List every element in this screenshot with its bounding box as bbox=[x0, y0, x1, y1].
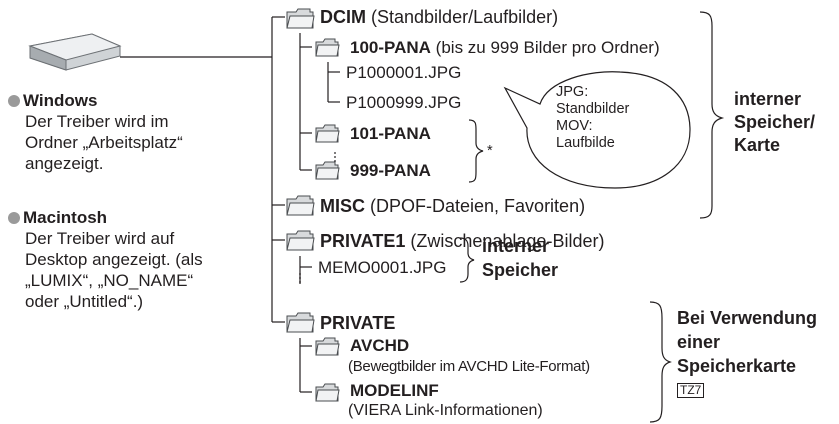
bullet-icon bbox=[8, 212, 20, 224]
avchd-desc: (Bewegtbilder im AVCHD Lite-Format) bbox=[348, 358, 590, 375]
bullet-icon bbox=[8, 95, 20, 107]
asterisk-note: * bbox=[487, 143, 493, 159]
pana101-folder: 101-PANA bbox=[350, 124, 431, 143]
pana100-folder: 100-PANA (bis zu 999 Bilder pro Ordner) bbox=[350, 38, 660, 57]
label-internal-card: interner Speicher/ Karte bbox=[734, 89, 816, 155]
private1-folder: PRIVATE1 (Zwischenablage-Bilder) bbox=[320, 231, 605, 251]
windows-note: Windows Der Treiber wird im Ordner „Arbe… bbox=[8, 90, 183, 174]
private-folder: PRIVATE bbox=[320, 313, 396, 333]
file-memo0001: MEMO0001.JPG bbox=[318, 258, 447, 277]
label-card: Bei Verwendung einer Speicherkarte TZ7 bbox=[677, 308, 818, 398]
folder-icon bbox=[286, 8, 315, 29]
windows-title: Windows bbox=[23, 91, 98, 110]
file-p1000999: P1000999.JPG bbox=[346, 93, 462, 112]
modelinf-desc: (VIERA Link-Informationen) bbox=[348, 402, 543, 419]
misc-folder: MISC (DPOF-Dateien, Favoriten) bbox=[320, 196, 586, 216]
drive-icon bbox=[28, 33, 122, 71]
folder-icon bbox=[315, 38, 340, 57]
file-p1000001: P1000001.JPG bbox=[346, 63, 462, 82]
folder-icon bbox=[315, 161, 340, 180]
folder-icon bbox=[286, 312, 315, 333]
folder-icon bbox=[315, 124, 340, 143]
pana999-folder: 999-PANA bbox=[350, 161, 431, 180]
label-internal: interner Speicher bbox=[482, 236, 559, 280]
dcim-folder: DCIM (Standbilder/Laufbilder) bbox=[320, 7, 559, 27]
folder-icon bbox=[286, 230, 315, 251]
folder-icon bbox=[286, 195, 315, 216]
bubble-text: JPG: Standbilder MOV: Laufbilde bbox=[556, 84, 630, 151]
folder-icon bbox=[315, 383, 340, 402]
avchd-folder: AVCHD bbox=[350, 336, 410, 355]
folder-icon bbox=[315, 337, 340, 356]
modelinf-folder: MODELINF bbox=[350, 381, 439, 400]
mac-note: Macintosh Der Treiber wird auf Desktop a… bbox=[8, 207, 203, 312]
model-badge: TZ7 bbox=[677, 383, 705, 398]
mac-title: Macintosh bbox=[23, 208, 108, 227]
